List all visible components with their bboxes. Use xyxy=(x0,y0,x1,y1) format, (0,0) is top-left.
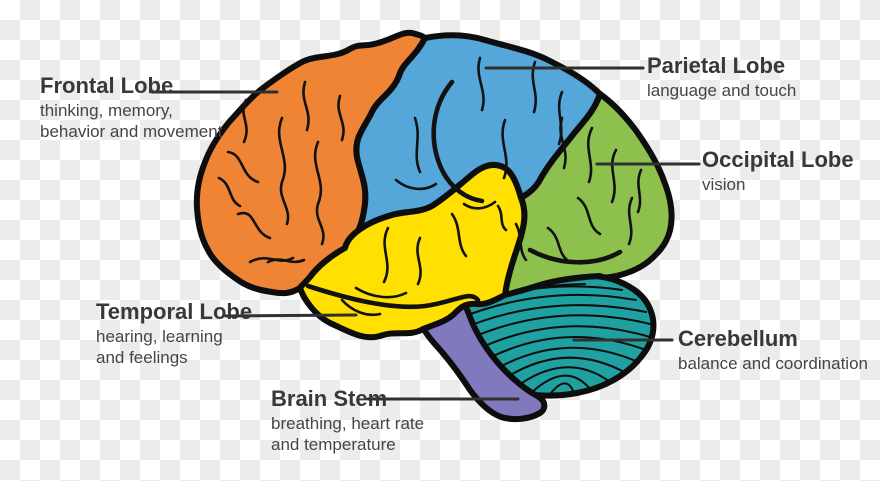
leader-lines xyxy=(150,66,701,401)
cerebellum-desc: balance and coordination xyxy=(678,354,868,373)
frontal-sulci xyxy=(217,80,345,264)
occipital-sulci xyxy=(527,116,643,265)
parietal-lobe-desc: language and touch xyxy=(647,81,797,100)
temporal-leader-line xyxy=(224,313,358,318)
parietal-sulci xyxy=(394,56,564,204)
label-brain-stem: Brain Stem breathing, heart rate and tem… xyxy=(271,387,424,455)
label-parietal-lobe: Parietal Lobe language and touch xyxy=(647,54,796,101)
label-occipital-lobe: Occipital Lobe vision xyxy=(702,148,854,195)
label-temporal-lobe: Temporal Lobe hearing, learning and feel… xyxy=(96,300,252,368)
frontal-lobe-title: Frontal Lobe xyxy=(40,73,174,98)
occipital-lobe-desc: vision xyxy=(702,175,746,194)
brain-stem-desc: breathing, heart rate and temperature xyxy=(271,414,425,454)
frontal-lobe-desc: thinking, memory, behavior and movement xyxy=(40,101,223,141)
label-cerebellum: Cerebellum balance and coordination xyxy=(678,327,868,374)
cerebellum-title: Cerebellum xyxy=(678,326,798,351)
temporal-lobe-title: Temporal Lobe xyxy=(96,299,253,324)
parietal-lobe-title: Parietal Lobe xyxy=(647,53,786,78)
occipital-lobe-title: Occipital Lobe xyxy=(702,147,854,172)
temporal-lobe-desc: hearing, learning and feelings xyxy=(96,327,223,367)
label-frontal-lobe: Frontal Lobe thinking, memory, behavior … xyxy=(40,74,222,142)
brain-stem-title: Brain Stem xyxy=(271,386,388,411)
temporal-sulci xyxy=(305,200,528,317)
